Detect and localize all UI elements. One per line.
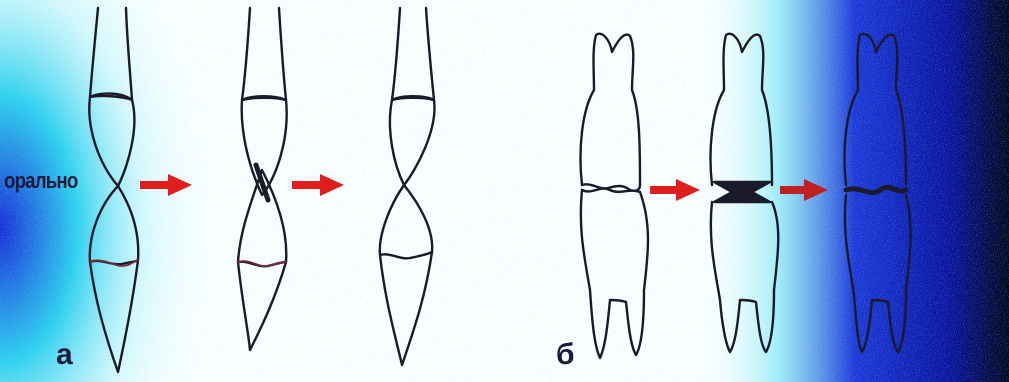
panel-b-label: б <box>556 338 575 372</box>
side-text-label: оральнo <box>4 168 77 194</box>
panel-a-label: а <box>56 338 73 372</box>
